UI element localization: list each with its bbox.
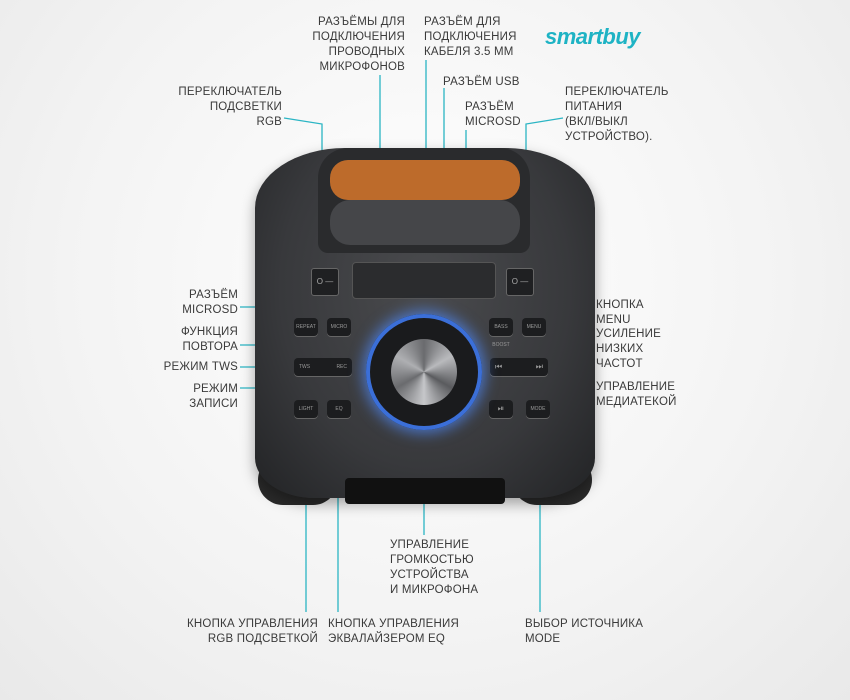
callout-line: MICROSD bbox=[465, 116, 521, 128]
tws-rec-button[interactable]: TWS REC bbox=[294, 358, 352, 376]
callout-line: РАЗЪЁМ ДЛЯ bbox=[424, 16, 501, 28]
callout-line: ПЕРЕКЛЮЧАТЕЛЬ bbox=[565, 86, 669, 98]
rgb-switch[interactable]: O — bbox=[311, 268, 339, 296]
callout-eq-button: КНОПКА УПРАВЛЕНИЯ ЭКВАЛАЙЗЕРОМ EQ bbox=[328, 617, 459, 647]
callout-line: ГРОМКОСТЬЮ bbox=[390, 554, 474, 566]
callout-line: КНОПКА bbox=[596, 299, 644, 311]
callout-line: КНОПКА УПРАВЛЕНИЯ bbox=[328, 618, 459, 630]
callout-rgb-switch: ПЕРЕКЛЮЧАТЕЛЬ ПОДСВЕТКИ RGB bbox=[178, 85, 282, 130]
callout-media: УПРАВЛЕНИЕ МЕДИАТЕКОЙ bbox=[596, 380, 677, 410]
callout-menu: КНОПКА MENU bbox=[596, 298, 644, 328]
prev-next-button[interactable]: ⏮ ⏭ bbox=[490, 358, 548, 376]
callout-line: ФУНКЦИЯ bbox=[180, 326, 238, 338]
play-pause-button[interactable]: ⏯ bbox=[489, 400, 513, 418]
callout-line: КНОПКА УПРАВЛЕНИЯ bbox=[187, 618, 318, 630]
callout-line: ПОДСВЕТКИ bbox=[209, 101, 282, 113]
callout-microsd-top: РАЗЪЁМ MICROSD bbox=[465, 100, 521, 130]
callout-mic-jacks: РАЗЪЁМЫ ДЛЯ ПОДКЛЮЧЕНИЯ ПРОВОДНЫХ МИКРОФОНО… bbox=[312, 15, 405, 75]
callout-line: РАЗЪЁМ USB bbox=[443, 76, 520, 88]
prev-icon: ⏮ bbox=[495, 362, 503, 371]
connector-panel bbox=[352, 262, 496, 299]
microsd-button[interactable]: MICRO bbox=[327, 318, 351, 336]
callout-repeat: ФУНКЦИЯ ПОВТОРА bbox=[181, 325, 238, 355]
callout-line: МИКРОФОНОВ bbox=[319, 61, 405, 73]
callout-line: МЕДИАТЕКОЙ bbox=[596, 396, 677, 408]
callout-line: ВЫБОР ИСТОЧНИКА bbox=[525, 618, 644, 630]
power-switch[interactable]: O — bbox=[506, 268, 534, 296]
callout-bass: УСИЛЕНИЕ НИЗКИХ ЧАСТОТ bbox=[596, 327, 661, 372]
callout-line: УСИЛЕНИЕ bbox=[596, 328, 661, 340]
callout-line: КАБЕЛЯ 3.5 ММ bbox=[424, 46, 514, 58]
callout-line: MODE bbox=[525, 633, 561, 645]
rec-label: REC bbox=[336, 364, 347, 370]
callout-line: MENU bbox=[596, 314, 631, 326]
eq-button[interactable]: EQ bbox=[327, 400, 351, 418]
callout-line: ЭКВАЛАЙЗЕРОМ EQ bbox=[328, 633, 446, 645]
handle-grip bbox=[330, 200, 520, 245]
mode-button[interactable]: MODE bbox=[526, 400, 550, 418]
callout-aux-jack: РАЗЪЁМ ДЛЯ ПОДКЛЮЧЕНИЯ КАБЕЛЯ 3.5 ММ bbox=[424, 15, 517, 60]
light-button[interactable]: LIGHT bbox=[294, 400, 318, 418]
callout-line: RGB ПОДСВЕТКОЙ bbox=[207, 633, 318, 645]
callout-usb: РАЗЪЁМ USB bbox=[443, 75, 520, 90]
callout-line: (ВКЛ/ВЫКЛ bbox=[565, 116, 628, 128]
repeat-button[interactable]: REPEAT bbox=[294, 318, 318, 336]
callout-line: УПРАВЛЕНИЕ bbox=[390, 539, 470, 551]
callout-line: ПОВТОРА bbox=[182, 341, 238, 353]
callout-record: РЕЖИМ ЗАПИСИ bbox=[189, 382, 238, 412]
callout-line: MICROSD bbox=[182, 304, 238, 316]
next-icon: ⏭ bbox=[535, 362, 543, 371]
callout-line: И МИКРОФОНА bbox=[390, 584, 479, 596]
callout-line: УСТРОЙСТВО). bbox=[565, 131, 653, 143]
volume-knob[interactable] bbox=[391, 339, 457, 405]
tws-label: TWS bbox=[299, 364, 311, 370]
callout-line: УПРАВЛЕНИЕ bbox=[596, 381, 676, 393]
callout-power-switch: ПЕРЕКЛЮЧАТЕЛЬ ПИТАНИЯ (ВКЛ/ВЫКЛ УСТРОЙСТВО)… bbox=[565, 85, 669, 145]
callout-line: РАЗЪЁМ bbox=[189, 289, 238, 301]
handle-light bbox=[330, 160, 520, 200]
callout-line: РАЗЪЁМЫ ДЛЯ bbox=[318, 16, 405, 28]
callout-line: РАЗЪЁМ bbox=[465, 101, 514, 113]
bass-boost-button[interactable]: BASS BOOST bbox=[489, 318, 513, 348]
callout-line: ПИТАНИЯ bbox=[565, 101, 623, 113]
callout-microsd-left: РАЗЪЁМ MICROSD bbox=[182, 288, 238, 318]
callout-line: RGB bbox=[256, 116, 282, 128]
callout-line: ЧАСТОТ bbox=[596, 358, 643, 370]
smartbuy-logo: smartbuy bbox=[545, 24, 641, 49]
menu-button[interactable]: MENU bbox=[522, 318, 546, 336]
callout-line: ПЕРЕКЛЮЧАТЕЛЬ bbox=[178, 86, 282, 98]
callout-line: УСТРОЙСТВА bbox=[390, 569, 469, 581]
callout-volume: УПРАВЛЕНИЕ ГРОМКОСТЬЮ УСТРОЙСТВА И МИКРОФОН… bbox=[390, 538, 478, 598]
speaker-display bbox=[345, 478, 505, 504]
callout-line: ПОДКЛЮЧЕНИЯ bbox=[312, 31, 405, 43]
callout-line: РЕЖИМ bbox=[193, 383, 238, 395]
callout-line: РЕЖИМ TWS bbox=[163, 361, 238, 373]
callout-tws: РЕЖИМ TWS bbox=[164, 360, 238, 375]
callout-rgb-button: КНОПКА УПРАВЛЕНИЯ RGB ПОДСВЕТКОЙ bbox=[187, 617, 318, 647]
callout-line: НИЗКИХ bbox=[596, 343, 644, 355]
callout-line: ПОДКЛЮЧЕНИЯ bbox=[424, 31, 517, 43]
callout-line: ЗАПИСИ bbox=[189, 398, 238, 410]
callout-mode-button: ВЫБОР ИСТОЧНИКА MODE bbox=[525, 617, 643, 647]
callout-line: ПРОВОДНЫХ bbox=[328, 46, 405, 58]
